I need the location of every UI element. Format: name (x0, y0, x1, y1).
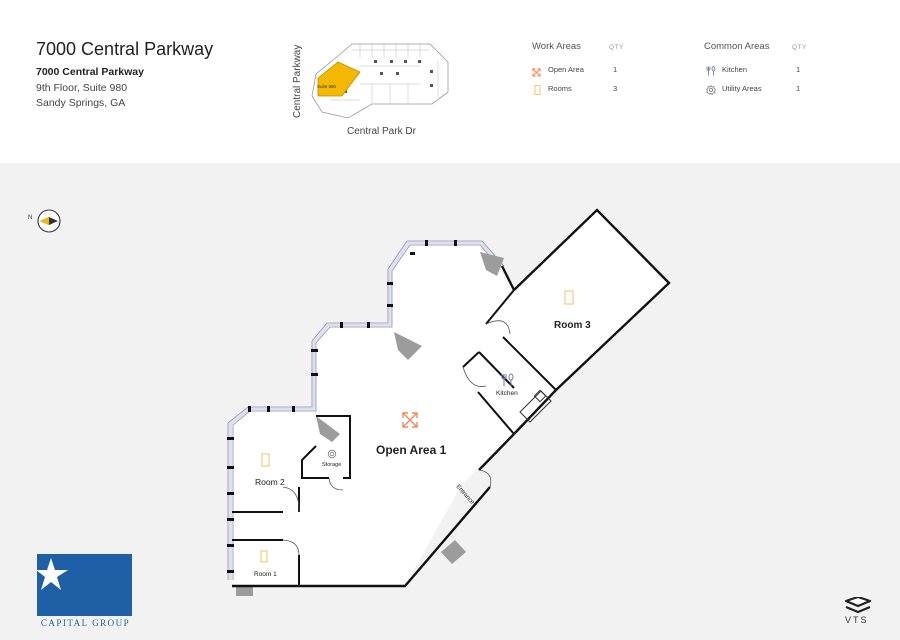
legend-rooms-label: Rooms (548, 84, 572, 93)
room-3-label: Room 3 (554, 320, 591, 331)
starwood-logo (36, 554, 132, 616)
legend-utility-areas-label: Utility Areas (722, 84, 762, 93)
address-line-2: 9th Floor, Suite 980 (36, 82, 128, 94)
room-1-label: Room 1 (254, 571, 277, 578)
open-area-plan-icon (402, 412, 418, 428)
address-line-1: 7000 Central Parkway (36, 66, 144, 78)
room3-door-icon (564, 290, 574, 305)
kitchen-plan-icon (501, 373, 514, 386)
page-title: 7000 Central Parkway (36, 39, 214, 59)
legend-work-areas-qty-heading: QTY (609, 44, 624, 51)
kitchen-icon (706, 63, 716, 76)
room2-door-icon (261, 453, 270, 467)
starwood-name: STARWOOD (42, 600, 129, 616)
open-area-icon (532, 64, 541, 77)
vts-logo-icon (844, 597, 872, 614)
legend-kitchen-qty: 1 (796, 65, 801, 74)
legend-kitchen-label: Kitchen (722, 65, 748, 74)
legend-common-areas-heading: Common Areas (704, 41, 770, 52)
storage-label: Storage (322, 462, 342, 468)
room-door-icon (534, 82, 541, 95)
legend-work-areas-heading: Work Areas (532, 41, 581, 52)
room1-door-icon (260, 550, 268, 563)
room-2-label: Room 2 (255, 477, 285, 487)
storage-gear-icon (327, 449, 337, 459)
starwood-subtitle: CAPITAL GROUP (40, 618, 131, 628)
star-icon (36, 558, 68, 590)
legend-open-area-qty: 1 (613, 65, 618, 74)
utility-gear-icon (706, 82, 716, 96)
legend-utility-areas-qty: 1 (796, 84, 801, 93)
compass-icon (37, 209, 61, 233)
open-area-1-label: Open Area 1 (376, 443, 447, 457)
kitchen-label: Kitchen (496, 390, 518, 397)
street-label-central-park-dr: Central Park Dr (347, 126, 416, 137)
legend-rooms-qty: 3 (613, 84, 618, 93)
vts-wordmark: VTS (845, 615, 869, 625)
compass-north-label: N (28, 215, 33, 221)
legend-common-areas-qty-heading: QTY (792, 44, 807, 51)
legend-open-area-label: Open Area (548, 65, 584, 74)
address-line-3: Sandy Springs, GA (36, 97, 126, 109)
header-panel (0, 0, 900, 163)
key-plan-suite-tag: Suite 980 (317, 84, 337, 89)
